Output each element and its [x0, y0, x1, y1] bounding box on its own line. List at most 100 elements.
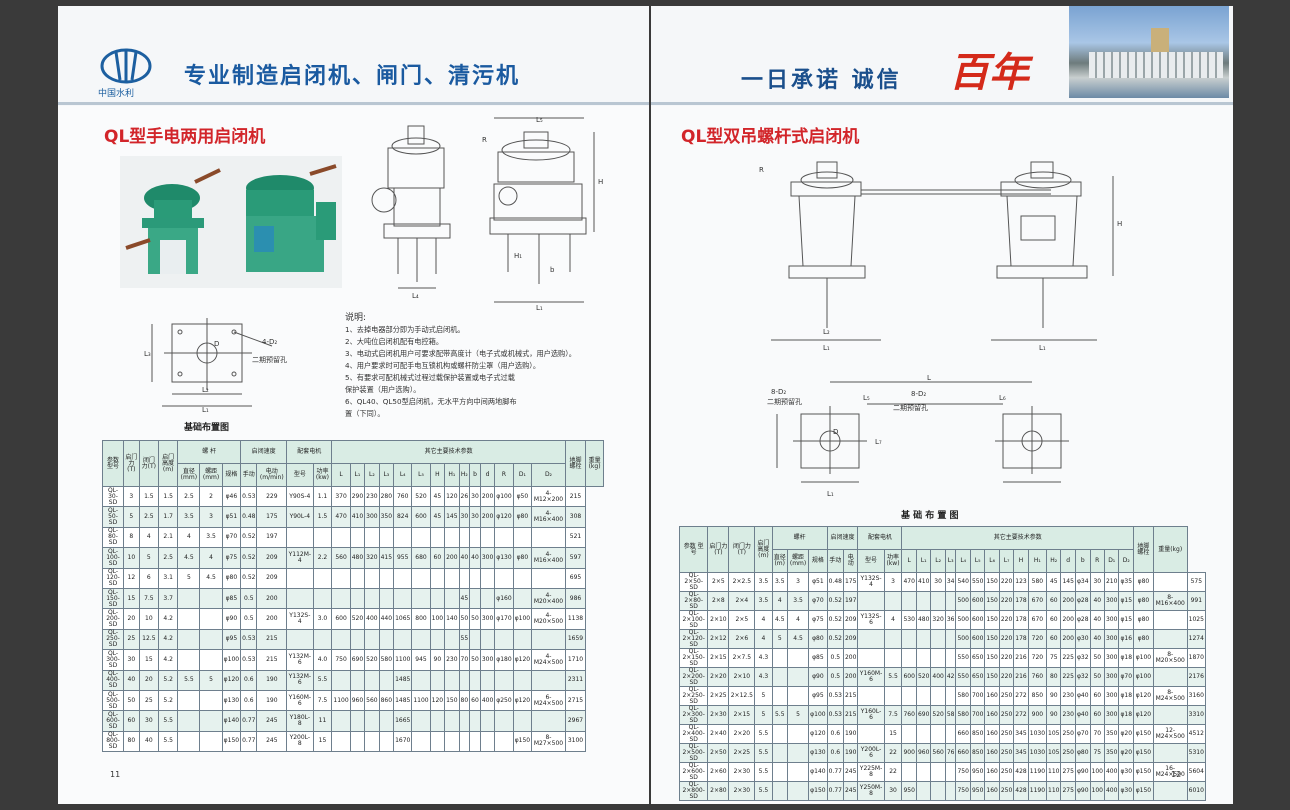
- table-cell: 0.53: [240, 628, 258, 651]
- column-subheader: L: [331, 463, 351, 487]
- table-cell: Y160L-6: [857, 705, 885, 725]
- table-cell: φ100: [808, 705, 828, 725]
- table-cell: [411, 628, 431, 651]
- column-subheader: 螺距(mm): [199, 463, 223, 487]
- table-cell: [479, 628, 496, 651]
- table-cell: 5: [199, 669, 223, 691]
- table-cell: [930, 648, 946, 668]
- table-cell: 4.5: [771, 610, 788, 630]
- table-cell: φ95: [221, 628, 242, 651]
- table-cell: φ90: [1074, 781, 1091, 801]
- table-cell: 2×25: [728, 743, 756, 763]
- table-cell: 215: [256, 628, 288, 651]
- table-cell: 2×10: [707, 610, 730, 630]
- column-header-close-force: 闭门力(T): [138, 440, 160, 487]
- table-cell: φ75: [221, 547, 242, 569]
- table-cell: 250: [998, 705, 1015, 725]
- table-cell: 550: [969, 572, 986, 592]
- ql-double-elevation-drawing: R H L₁ L₁ L₂: [759, 161, 1122, 352]
- label-l5-plan: L₅: [863, 394, 870, 402]
- table-cell: φ15: [1118, 610, 1135, 630]
- table-cell: Y200L-8: [286, 730, 314, 753]
- table-cell: 250: [998, 762, 1015, 782]
- column-subheader: d: [1060, 549, 1076, 573]
- table-cell: 245: [842, 781, 859, 801]
- table-cell: 3.5: [754, 591, 773, 611]
- table-cell: [378, 567, 395, 589]
- logo-text: 中国水利: [98, 89, 135, 99]
- table-cell: [901, 686, 917, 706]
- table-cell: [349, 628, 366, 651]
- column-subheader: L₂: [364, 463, 380, 487]
- table-cell: [857, 648, 885, 668]
- table-cell: 220: [998, 610, 1015, 630]
- table-cell: 4.5: [177, 547, 201, 569]
- table-cell: 470: [331, 506, 351, 528]
- table-cell: 145: [444, 506, 460, 528]
- table-cell: 5604: [1186, 762, 1207, 782]
- table-cell: φ120: [1133, 686, 1154, 706]
- table-cell: 300: [1103, 686, 1120, 706]
- table-cell: 50: [123, 689, 140, 712]
- table-cell: Y160M-6: [286, 689, 314, 712]
- table-cell: 209: [256, 547, 288, 569]
- table-cell: 1065: [393, 608, 413, 630]
- table-cell: 308: [564, 506, 587, 528]
- table-cell: [177, 608, 201, 630]
- table-cell: 150: [984, 572, 1000, 592]
- table-cell: 597: [564, 547, 587, 569]
- table-cell: [378, 710, 395, 732]
- table-cell: 8: [123, 526, 140, 549]
- table-cell: 30: [469, 485, 481, 508]
- column-subheader: 直径(m): [771, 549, 788, 573]
- table-cell: 4: [754, 610, 773, 630]
- table-cell: 500: [955, 591, 971, 611]
- table-cell: φ30: [1118, 762, 1135, 782]
- table-cell: 2176: [1186, 667, 1207, 687]
- table-cell: [930, 686, 946, 706]
- table-cell: 2×20: [707, 667, 730, 687]
- column-subheader: L₂: [930, 549, 946, 573]
- table-cell: [479, 587, 496, 610]
- table-cell: 250: [998, 724, 1015, 744]
- table-cell: 760: [901, 705, 917, 725]
- table-cell: 200: [256, 587, 288, 610]
- table-cell: φ100: [512, 608, 533, 630]
- table-cell: 6-M24×500: [531, 689, 566, 712]
- table-cell: 5.5: [177, 669, 201, 691]
- table-cell: 500: [955, 610, 971, 630]
- column-subheader: 直径(mm): [177, 463, 201, 487]
- column-header-lift-height: 启门高度(m): [158, 440, 179, 487]
- table-cell: 209: [842, 610, 859, 630]
- table-cell: 986: [564, 587, 587, 610]
- column-subheader: L: [901, 549, 917, 573]
- table-cell: φ70: [1118, 667, 1135, 687]
- table-cell: [349, 567, 366, 589]
- table-cell: [378, 587, 395, 610]
- label-l1-right-a: L₁: [823, 344, 830, 352]
- table-cell: 0.48: [826, 572, 844, 592]
- table-cell: 2.5: [138, 506, 160, 528]
- table-cell: 45: [458, 587, 471, 610]
- table-cell: 200: [256, 608, 288, 630]
- table-cell: 7.5: [138, 587, 160, 610]
- table-cell: Y132M-6: [286, 649, 314, 671]
- table-cell: [349, 587, 366, 610]
- table-cell: 4.5: [199, 567, 223, 589]
- table-cell: [429, 628, 446, 651]
- table-cell: [331, 669, 351, 691]
- label-8-d2-a: 8-D₂: [771, 388, 786, 396]
- table-cell: 400: [1103, 762, 1120, 782]
- table-cell: [857, 591, 885, 611]
- table-cell: 345: [1013, 724, 1029, 744]
- table-cell: 160: [984, 705, 1000, 725]
- table-cell: 850: [1027, 686, 1048, 706]
- column-subheader: D₂: [531, 463, 566, 487]
- table-cell: 216: [1013, 648, 1029, 668]
- table-cell: [199, 608, 223, 630]
- table-cell: [286, 567, 314, 589]
